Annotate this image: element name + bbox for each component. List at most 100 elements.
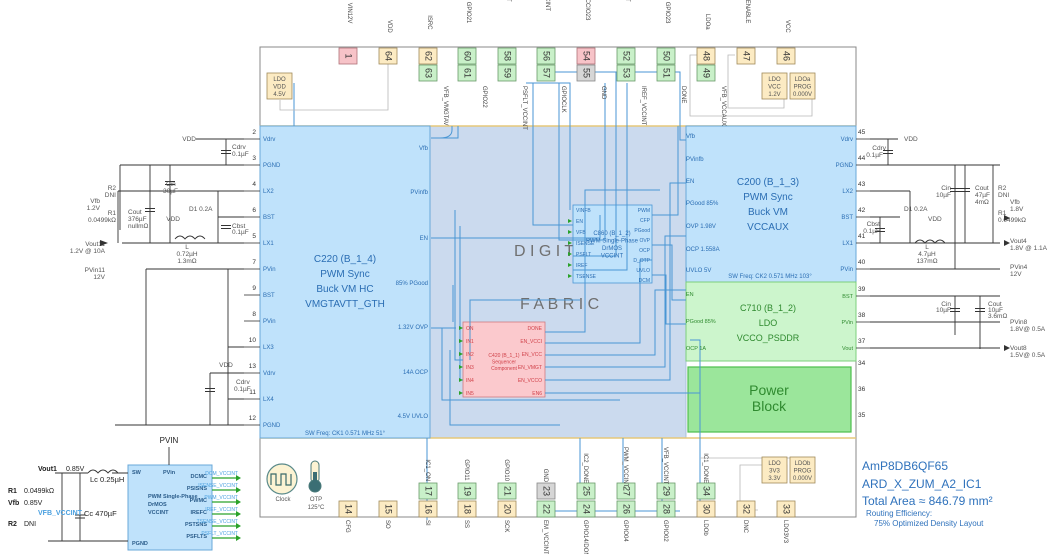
pin-label: GPIOCLK bbox=[560, 86, 566, 113]
circuit-label: Cin bbox=[941, 185, 951, 192]
c200-pin-number: 41 bbox=[858, 233, 866, 240]
pin-58[interactable]: 58ISENSE_VCCINT bbox=[497, 0, 517, 65]
c220-title-line: Buck VM HC bbox=[316, 284, 373, 295]
c220-signal-85-pgood: 85% PGood bbox=[396, 281, 428, 287]
c220-pin-number: 11 bbox=[249, 389, 256, 396]
inset-label: R1 bbox=[8, 488, 17, 495]
pin-number: 24 bbox=[582, 504, 592, 514]
ldo-box-line: 3V3 bbox=[769, 469, 780, 475]
pin-number: 25 bbox=[582, 486, 592, 496]
pin-number: 30 bbox=[702, 504, 712, 514]
inset-label: PGND bbox=[132, 541, 148, 547]
pin-number: 64 bbox=[384, 51, 394, 61]
c860-pin-vfb: VFB bbox=[576, 230, 586, 236]
c710-pin-vout: Vout bbox=[842, 346, 853, 352]
pin-label: VDD bbox=[386, 20, 392, 33]
inset-label: SW bbox=[132, 470, 142, 476]
c710-pin-number: 37 bbox=[858, 338, 866, 345]
pin-number: 27 bbox=[622, 486, 632, 496]
ldo-box-line: 1.2V bbox=[768, 92, 780, 98]
inset-label: Lc 0.25µH bbox=[90, 475, 124, 484]
circuit-label: 1.5V@ 0.5A bbox=[1010, 352, 1046, 359]
pin-label: GPIO14/DONE bbox=[582, 520, 588, 554]
c200-pin-number: 44 bbox=[858, 155, 866, 162]
c220-block[interactable] bbox=[259, 125, 431, 439]
c420-pin-en-vcc: EN_VCC bbox=[522, 352, 543, 358]
inductor-icon bbox=[87, 469, 119, 474]
c220-pin-lx1: LX1 bbox=[263, 241, 274, 247]
c860-title-line: DrMOS bbox=[602, 246, 622, 252]
c710-block[interactable] bbox=[685, 281, 857, 362]
c860-title-line: C860 (B_1_2) bbox=[593, 231, 630, 237]
pin-label: VFB_VCCAUX bbox=[720, 86, 726, 126]
c200-signal-ovp-1-98v: OVP 1.98V bbox=[686, 224, 716, 230]
pin-number: 47 bbox=[742, 51, 752, 61]
c200-block[interactable] bbox=[685, 125, 857, 283]
power-block[interactable] bbox=[687, 366, 852, 433]
pin-56[interactable]: 56CFP_VCCINT bbox=[536, 0, 556, 65]
c420-block[interactable] bbox=[462, 321, 546, 398]
c420-pin-in4: IN4 bbox=[466, 378, 474, 384]
pin-label: DONE bbox=[680, 86, 686, 103]
inset-label: Cc 470µF bbox=[84, 509, 117, 518]
pin-64[interactable]: 64 VDD bbox=[378, 20, 398, 65]
power-block-label-1: Power bbox=[749, 382, 789, 398]
c220-pin-number: 2 bbox=[252, 129, 256, 136]
c860-pin-tsense: TSENSE bbox=[576, 274, 597, 280]
circuit-label: Cin bbox=[166, 181, 176, 188]
circuit-label: 10µF bbox=[936, 192, 951, 199]
pin-label: LDO3V3 bbox=[782, 520, 788, 544]
drmos-block[interactable] bbox=[127, 464, 213, 551]
arrow-icon bbox=[236, 535, 241, 541]
pin-number: 49 bbox=[702, 68, 712, 78]
pin-52[interactable]: 52TSENSE_VCCINT bbox=[616, 0, 636, 65]
circuit-label: 1.2V bbox=[87, 205, 101, 212]
inset-net-pwm-vccint: PWM_VCCINT bbox=[204, 495, 238, 501]
ldo-box-line: LDO bbox=[768, 461, 781, 467]
c220-pin-bst: BST bbox=[263, 215, 275, 221]
pin-label: GPIO10 bbox=[503, 459, 509, 481]
